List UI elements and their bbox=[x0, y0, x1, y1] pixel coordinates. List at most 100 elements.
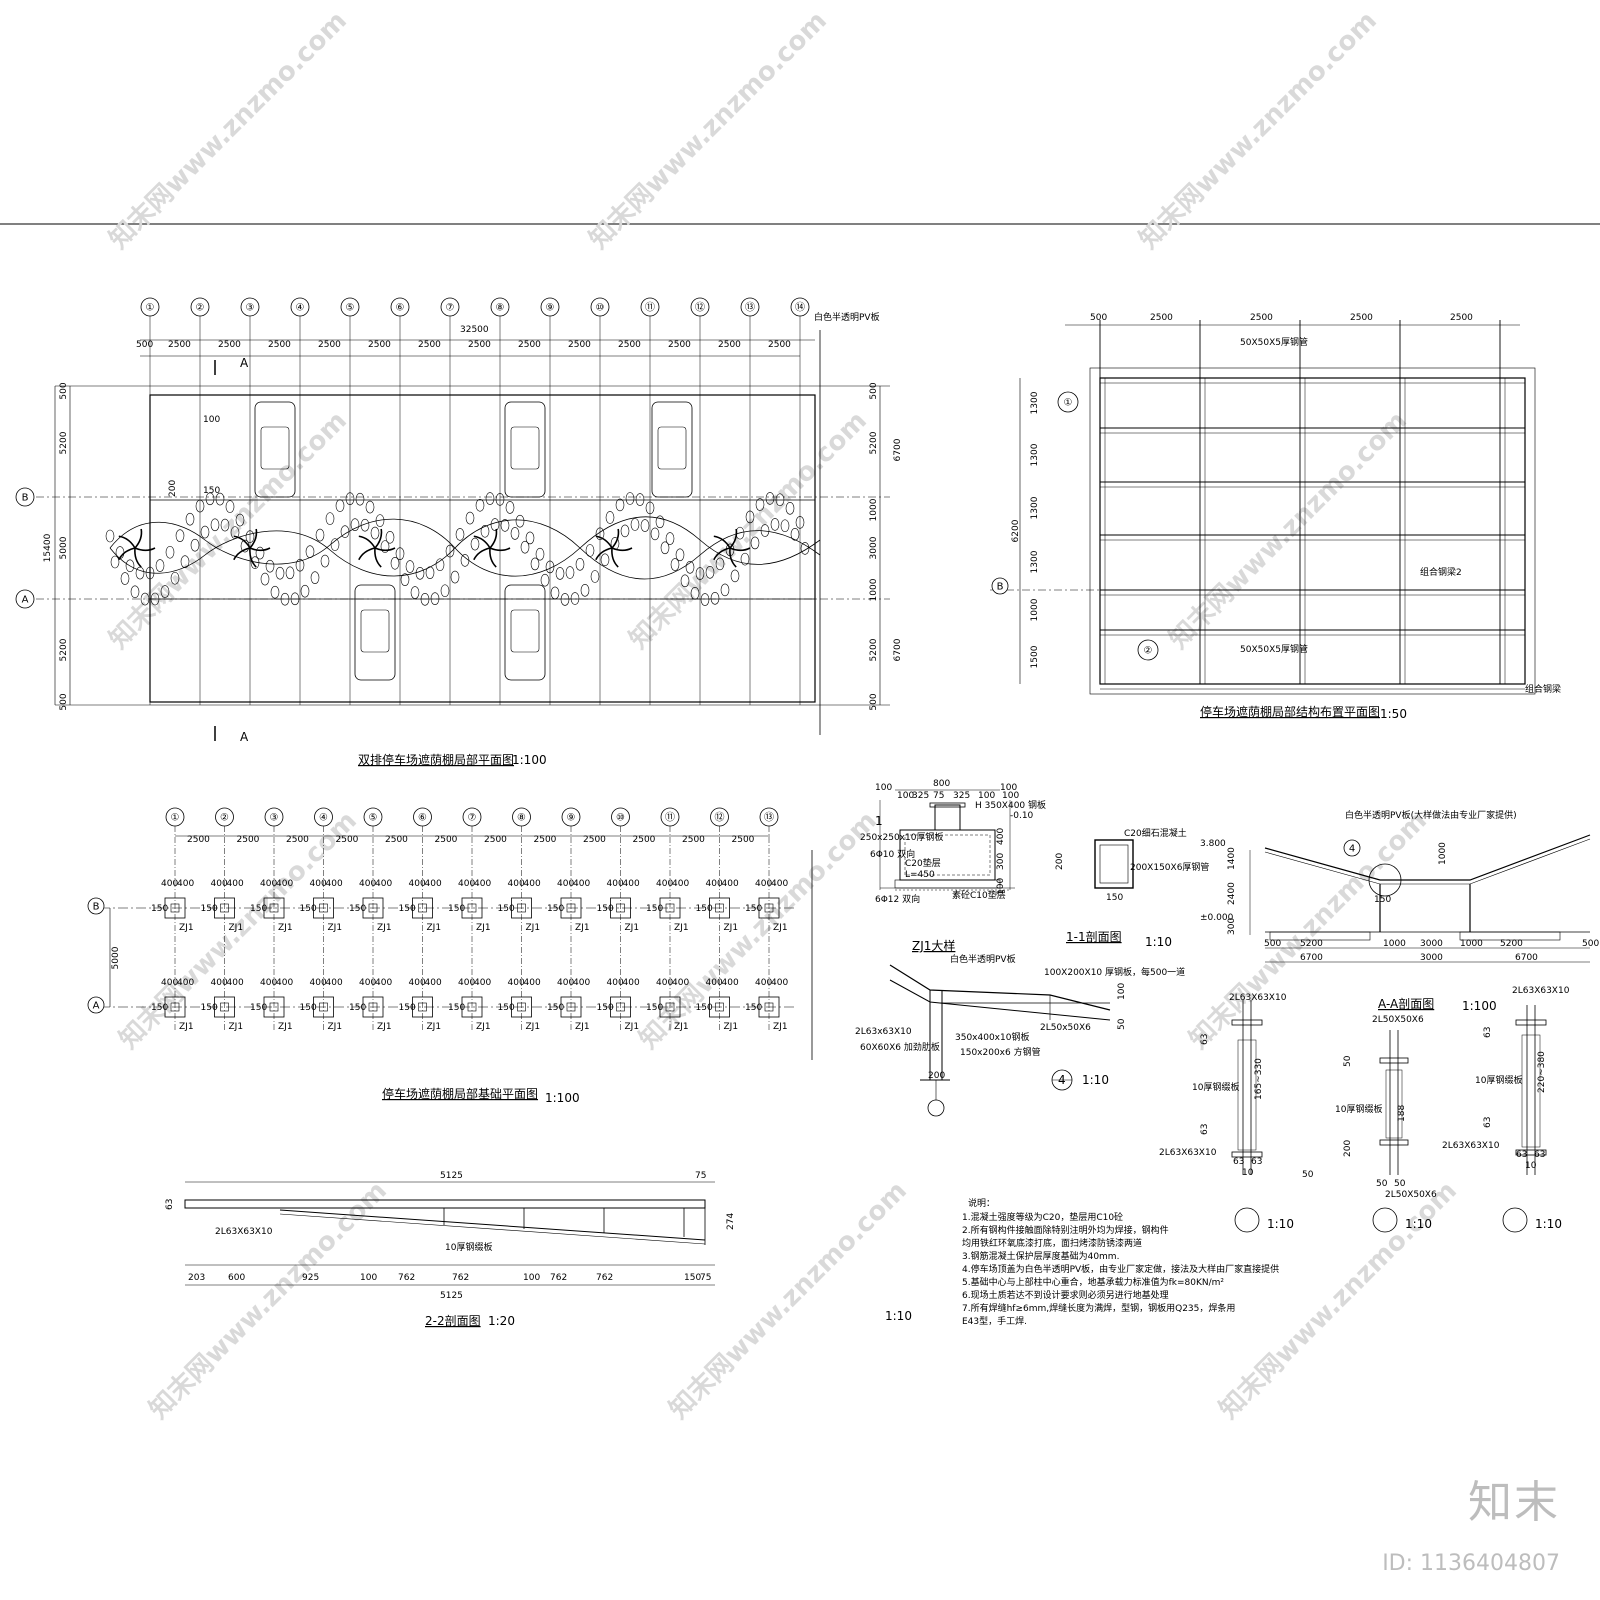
pad-dim: 400 bbox=[359, 879, 376, 889]
found-axis-bubble bbox=[215, 807, 234, 827]
foundation-plan bbox=[100, 826, 813, 1060]
tree-symbol bbox=[595, 535, 613, 549]
found-axis-bubble bbox=[264, 807, 284, 827]
pad-label: ZJ1 bbox=[377, 1022, 392, 1032]
pad-label: ZJ1 bbox=[179, 1022, 194, 1032]
struct-mark-1-bubble bbox=[1057, 391, 1079, 413]
pad-dim: 150 bbox=[597, 904, 614, 914]
plan-axis-bubble bbox=[790, 297, 810, 317]
pad-label: ZJ1 bbox=[625, 923, 640, 933]
pad-dim: 150 bbox=[448, 904, 465, 914]
plan-row-b-bubble bbox=[15, 487, 35, 507]
note-item: 5.基础中心与上部柱中心重合，地基承载力标准值为fk=80KN/m² bbox=[962, 1276, 1224, 1288]
pad-dim: 400 bbox=[508, 879, 525, 889]
found-spacing-dim: 2500 bbox=[237, 835, 260, 845]
tree-symbol bbox=[595, 547, 613, 561]
found-spacing-dim: 2500 bbox=[336, 835, 359, 845]
tree-symbol bbox=[489, 547, 497, 568]
pad-dim: 400 bbox=[359, 978, 376, 988]
pad-dim: 400 bbox=[260, 879, 277, 889]
found-spacing-dim: 2500 bbox=[484, 835, 507, 845]
found-spacing-dim: 2500 bbox=[187, 835, 210, 845]
det4-label: 白色半透明PV板 bbox=[950, 953, 1016, 965]
plan-right-dim: 1000 bbox=[869, 578, 879, 601]
plan-left-dim: 5000 bbox=[59, 536, 69, 559]
aa-level: ±0.000 bbox=[1200, 913, 1234, 923]
det4-label: 60X60X6 加劲肋板 bbox=[860, 1041, 940, 1053]
tree-symbol bbox=[713, 547, 731, 561]
tree-symbol bbox=[611, 547, 619, 568]
pad-dim: 400 bbox=[573, 879, 590, 889]
pad-dim: 400 bbox=[573, 978, 590, 988]
aa-level: 3.800 bbox=[1200, 839, 1226, 849]
plan-axis-label: ④ bbox=[296, 303, 305, 314]
note-item: 2.所有钢构件接触面除特别注明外均为焊接，钢构件 bbox=[962, 1224, 1169, 1236]
plan-spacing-dim: 2500 bbox=[518, 340, 541, 350]
plan-right-dim: 1000 bbox=[869, 498, 879, 521]
detail-label: 10厚钢缀板 bbox=[1475, 1074, 1522, 1086]
found-row-b-bubble bbox=[87, 897, 105, 915]
plan-spacing-dim: 2500 bbox=[618, 340, 641, 350]
footing-pad bbox=[461, 897, 483, 919]
note-item: 1.混凝土强度等级为C20，垫层用C10砼 bbox=[962, 1211, 1123, 1223]
pad-dim: 400 bbox=[755, 879, 772, 889]
plan-row-b-label: B bbox=[22, 493, 29, 504]
brand-id: ID: 1136404807 bbox=[1382, 1551, 1560, 1576]
zj1-label: 250x250x10厚钢板 bbox=[860, 831, 943, 843]
pad-dim: 400 bbox=[508, 978, 525, 988]
plan-axis-bubble bbox=[640, 297, 660, 317]
sec11-dim: 150 bbox=[1106, 893, 1123, 903]
detail-dim: 200 bbox=[1343, 1140, 1353, 1157]
tree-symbol bbox=[374, 547, 382, 568]
plan-scale: 1:100 bbox=[512, 753, 547, 767]
aa-bottom-dim: 500 bbox=[1264, 939, 1281, 949]
tree-symbol bbox=[473, 547, 491, 561]
zj1-dim: 100 bbox=[996, 878, 1006, 895]
pad-label: ZJ1 bbox=[278, 923, 293, 933]
footing-pad bbox=[610, 897, 631, 919]
note-item: 3.钢筋混凝土保护层厚度基础为40mm. bbox=[962, 1250, 1119, 1262]
pad-dim: 400 bbox=[623, 879, 640, 889]
pad-dim: 400 bbox=[771, 978, 788, 988]
zj1-section-mark: 1 bbox=[875, 814, 883, 828]
pad-dim: 400 bbox=[524, 978, 541, 988]
plan-right-dim: 500 bbox=[869, 382, 879, 399]
found-axis-label: ① bbox=[171, 813, 180, 824]
zj1-detail bbox=[879, 789, 1015, 891]
found-axis-label: ⑤ bbox=[369, 813, 378, 824]
detail-label: 2L63X63X10 bbox=[1442, 1141, 1500, 1151]
pad-dim: 400 bbox=[260, 978, 277, 988]
aa-bottom-dim: 5200 bbox=[1500, 939, 1523, 949]
aa-dim: 2400 bbox=[1227, 882, 1237, 905]
pad-dim: 400 bbox=[557, 978, 574, 988]
plan-section-mark-top: A bbox=[240, 356, 249, 370]
found-axis-label: ⑫ bbox=[715, 812, 725, 824]
zj1-dim: 300 bbox=[996, 853, 1006, 870]
pad-dim: 150 bbox=[646, 904, 663, 914]
pad-label: ZJ1 bbox=[179, 923, 194, 933]
found-axis-bubble bbox=[413, 807, 432, 827]
pad-dim: 150 bbox=[300, 904, 317, 914]
sec22-bottom-dim: 925 bbox=[302, 1273, 319, 1283]
zj1-title: ZJ1大样 bbox=[912, 938, 955, 953]
pad-dim: 400 bbox=[409, 879, 426, 889]
found-axis-label: ② bbox=[220, 813, 229, 824]
note-item: 4.停车场顶盖为白色半透明PV板，由专业厂家定做，接法及大样由厂家直接提供 bbox=[962, 1263, 1279, 1275]
found-axis-bubble bbox=[512, 807, 531, 827]
pad-dim: 400 bbox=[425, 879, 442, 889]
det4-label: 100X200X10 厚钢板，每500一道 bbox=[1044, 966, 1185, 978]
plan-row-a-label: A bbox=[22, 595, 29, 606]
struct-row-b-bubble bbox=[991, 577, 1009, 595]
pad-label: ZJ1 bbox=[278, 1022, 293, 1032]
found-row-a-label: A bbox=[93, 1001, 100, 1012]
car-symbol bbox=[504, 401, 546, 498]
pad-dim: 400 bbox=[409, 978, 426, 988]
struct-top-dim: 500 bbox=[1090, 313, 1107, 323]
notes-heading: 说明： bbox=[968, 1197, 995, 1209]
struct-top-dim: 2500 bbox=[1350, 313, 1373, 323]
footing-pad bbox=[659, 996, 681, 1018]
pad-label: ZJ1 bbox=[773, 1022, 788, 1032]
sec22-dim: 63 bbox=[165, 1199, 175, 1210]
